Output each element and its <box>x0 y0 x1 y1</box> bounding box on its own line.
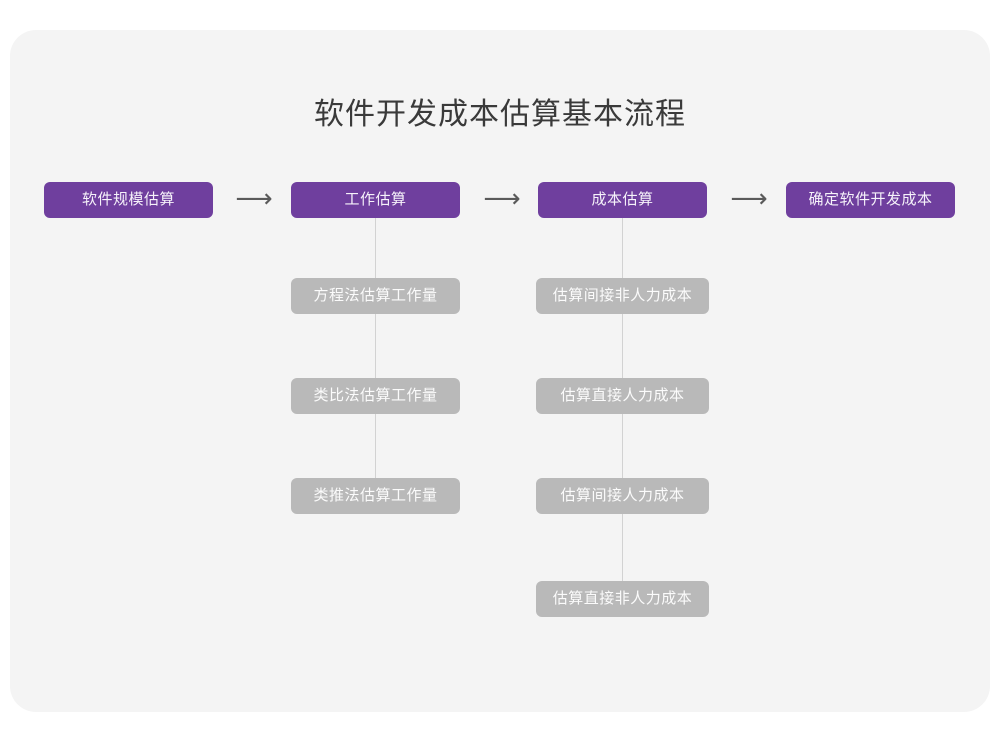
flow-arrow-3-icon: ⟶ <box>730 184 768 214</box>
branch-node-label: 类比法估算工作量 <box>313 387 438 404</box>
branch-node-label: 估算间接人力成本 <box>560 487 685 504</box>
flow-node-determine-development-cost[interactable]: 确定软件开发成本 <box>786 182 955 218</box>
branch-node-direct-labor-cost[interactable]: 估算直接人力成本 <box>536 378 709 414</box>
flow-node-label: 工作估算 <box>344 191 407 208</box>
branch-node-indirect-nonlabor-cost[interactable]: 估算间接非人力成本 <box>536 278 709 314</box>
flow-arrow-1-icon: ⟶ <box>235 184 273 214</box>
flow-node-effort-estimation[interactable]: 工作估算 <box>291 182 460 218</box>
connector-line-effort <box>375 218 376 498</box>
branch-node-analogue-method-effort[interactable]: 类推法估算工作量 <box>291 478 460 514</box>
flow-node-label: 确定软件开发成本 <box>808 191 933 208</box>
content-card <box>10 30 990 712</box>
branch-node-label: 方程法估算工作量 <box>313 287 438 304</box>
page-title: 软件开发成本估算基本流程 <box>314 98 686 131</box>
flow-node-cost-estimation[interactable]: 成本估算 <box>538 182 707 218</box>
branch-node-label: 估算直接人力成本 <box>560 387 685 404</box>
branch-node-equation-method-effort[interactable]: 方程法估算工作量 <box>291 278 460 314</box>
branch-node-label: 类推法估算工作量 <box>313 487 438 504</box>
branch-node-label: 估算间接非人力成本 <box>552 287 693 304</box>
branch-node-analogy-method-effort[interactable]: 类比法估算工作量 <box>291 378 460 414</box>
branch-node-direct-nonlabor-cost[interactable]: 估算直接非人力成本 <box>536 581 709 617</box>
flow-node-software-scale-estimation[interactable]: 软件规模估算 <box>44 182 213 218</box>
flow-arrow-2-icon: ⟶ <box>483 184 521 214</box>
branch-node-indirect-labor-cost[interactable]: 估算间接人力成本 <box>536 478 709 514</box>
flow-node-label: 软件规模估算 <box>81 191 175 208</box>
flow-node-label: 成本估算 <box>591 191 654 208</box>
branch-node-label: 估算直接非人力成本 <box>552 590 693 607</box>
